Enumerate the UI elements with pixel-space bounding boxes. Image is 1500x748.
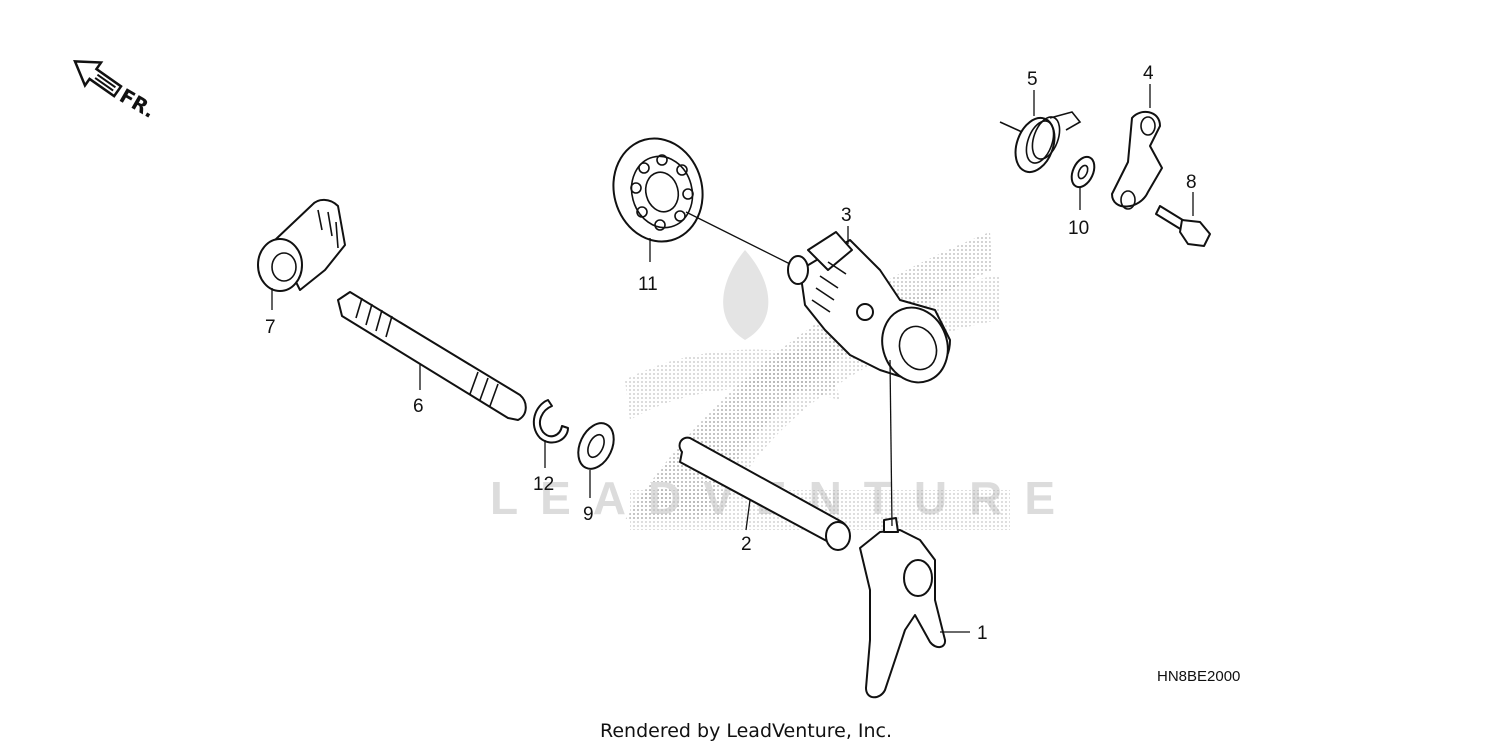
callout-1: 1 bbox=[977, 623, 988, 644]
part-1-shift-fork[interactable] bbox=[859, 517, 947, 699]
part-8-bolt[interactable] bbox=[1155, 205, 1211, 247]
part-11-bearing[interactable] bbox=[602, 128, 714, 251]
front-label: FR. bbox=[116, 84, 160, 123]
part-4-stopper-arm[interactable] bbox=[1111, 110, 1163, 210]
callout-8: 8 bbox=[1186, 172, 1197, 193]
callout-9: 9 bbox=[583, 504, 594, 525]
part-9-washer[interactable] bbox=[571, 417, 620, 474]
part-10-washer[interactable] bbox=[1067, 153, 1099, 190]
part-12-snap-ring[interactable] bbox=[532, 399, 569, 444]
front-arrow-icon bbox=[73, 60, 123, 98]
leader-lines bbox=[271, 84, 1194, 633]
part-6-shaft[interactable] bbox=[337, 291, 527, 421]
callout-5: 5 bbox=[1027, 69, 1038, 90]
callout-11: 11 bbox=[638, 274, 658, 295]
callout-3: 3 bbox=[841, 205, 852, 226]
part-5-spring[interactable] bbox=[999, 111, 1082, 177]
footer-credit: Rendered by LeadVenture, Inc. bbox=[600, 720, 892, 742]
part-7-gear-arm[interactable] bbox=[257, 198, 346, 292]
watermark-logo: LEADVENTURE bbox=[490, 232, 1055, 530]
part-3-shift-drum[interactable] bbox=[787, 231, 958, 392]
callout-labels: 1 2 3 4 5 6 7 8 9 10 11 12 bbox=[265, 63, 1197, 644]
callout-6: 6 bbox=[413, 396, 424, 417]
front-direction-indicator: FR. bbox=[73, 60, 160, 123]
callout-2: 2 bbox=[741, 534, 752, 555]
callout-4: 4 bbox=[1143, 63, 1154, 84]
callout-7: 7 bbox=[265, 317, 276, 338]
callout-12: 12 bbox=[533, 474, 554, 495]
callout-10: 10 bbox=[1068, 218, 1089, 239]
diagram-code: HN8BE2000 bbox=[1157, 668, 1240, 685]
part-2-pin[interactable] bbox=[678, 436, 851, 551]
